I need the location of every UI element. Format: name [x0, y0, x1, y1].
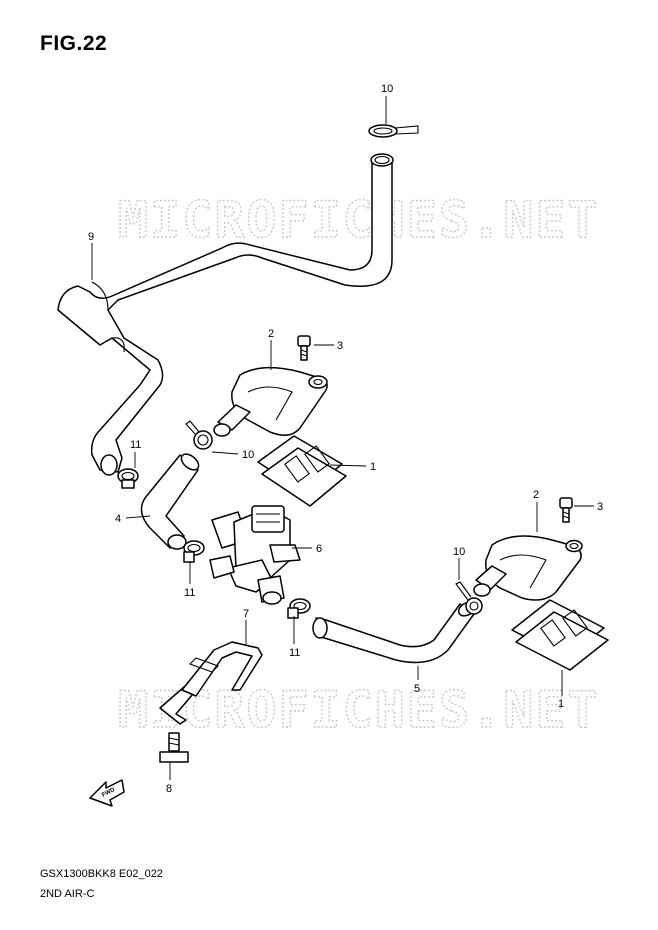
- diagram-code: GSX1300BKK8 E02_022: [40, 868, 163, 880]
- clip-part-11-left: [183, 540, 205, 563]
- hose-part-4: [140, 453, 200, 550]
- valve-part-6: [209, 505, 301, 605]
- callout-2-right: 2: [533, 489, 539, 501]
- callout-9: 9: [88, 231, 94, 243]
- callout-11-left: 11: [184, 587, 195, 599]
- callout-labels: 10 9 2 3 11 10 1 4 6 11 7 11 2 3 10 5 1 …: [88, 83, 603, 795]
- leader-lines: [91, 96, 594, 780]
- clip-part-10-mid: [185, 420, 213, 450]
- callout-1-right: 1: [558, 698, 564, 710]
- reed-valve-part-1-right: [511, 599, 609, 671]
- hose-part-9: [57, 153, 394, 476]
- cover-part-2-right: [473, 535, 583, 601]
- callout-3-left: 3: [337, 340, 343, 352]
- callout-7: 7: [243, 608, 249, 620]
- callout-11-right: 11: [289, 647, 300, 659]
- callout-11-top: 11: [130, 439, 141, 451]
- callout-1-left: 1: [370, 461, 376, 473]
- fwd-arrow-icon: FWD: [89, 779, 125, 807]
- callout-6: 6: [316, 543, 322, 555]
- callout-10-mid: 10: [242, 449, 254, 461]
- clip-part-10-right: [455, 581, 483, 615]
- bolt-part-3-left: [297, 335, 311, 361]
- callout-2-left: 2: [268, 328, 274, 340]
- callout-4: 4: [115, 513, 121, 525]
- bracket-part-7: [159, 641, 263, 725]
- diagram-name: 2ND AIR-C: [40, 888, 95, 900]
- callout-5: 5: [414, 683, 420, 695]
- callout-10-top: 10: [381, 83, 393, 95]
- callout-3-right: 3: [597, 501, 603, 513]
- clip-part-11-right: [287, 598, 311, 619]
- callout-8: 8: [166, 783, 172, 795]
- watermark-top: MICROFICHES.NET: [118, 191, 600, 249]
- bolt-part-3-right: [559, 497, 573, 523]
- figure-title: FIG.22: [40, 32, 108, 55]
- reed-valve-part-1-left: [257, 435, 347, 507]
- clip-part-10-top: [368, 124, 419, 138]
- bolt-part-8: [159, 732, 189, 763]
- hose-part-5: [312, 601, 477, 664]
- clip-part-11-top: [117, 468, 139, 489]
- cover-part-2-left: [213, 366, 328, 437]
- callout-10-right: 10: [453, 546, 465, 558]
